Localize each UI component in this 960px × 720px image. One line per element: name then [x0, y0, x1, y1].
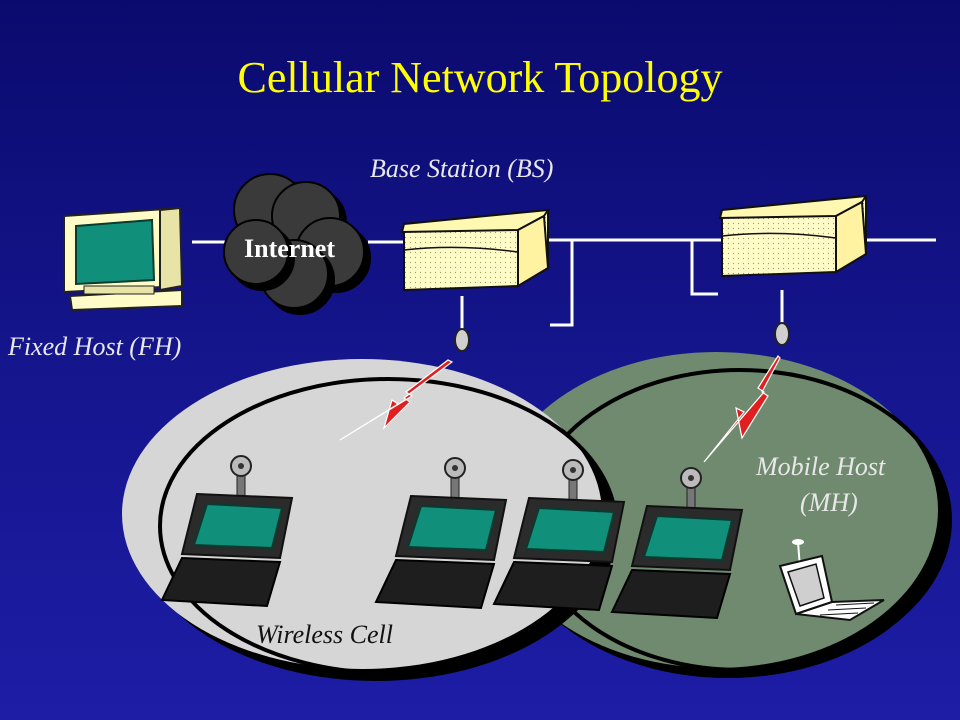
internet-label: Internet	[244, 234, 335, 263]
mobile-host-abbr-label: (MH)	[800, 488, 858, 517]
base-station-icon	[719, 195, 867, 277]
fixed-host-label: Fixed Host (FH)	[8, 332, 182, 361]
mobile-host-label: Mobile Host	[756, 452, 886, 481]
monitor-icon	[63, 206, 184, 312]
cloud-icon	[223, 173, 371, 315]
base-station-label: Base Station (BS)	[370, 154, 554, 183]
laptop-icon	[778, 539, 885, 622]
wireless-cell-label: Wireless Cell	[256, 620, 393, 649]
lightning-icon	[339, 355, 781, 463]
antenna-icon	[454, 322, 790, 352]
page-title: Cellular Network Topology	[237, 53, 723, 102]
base-station-icon	[401, 209, 549, 291]
network-links	[192, 238, 936, 330]
